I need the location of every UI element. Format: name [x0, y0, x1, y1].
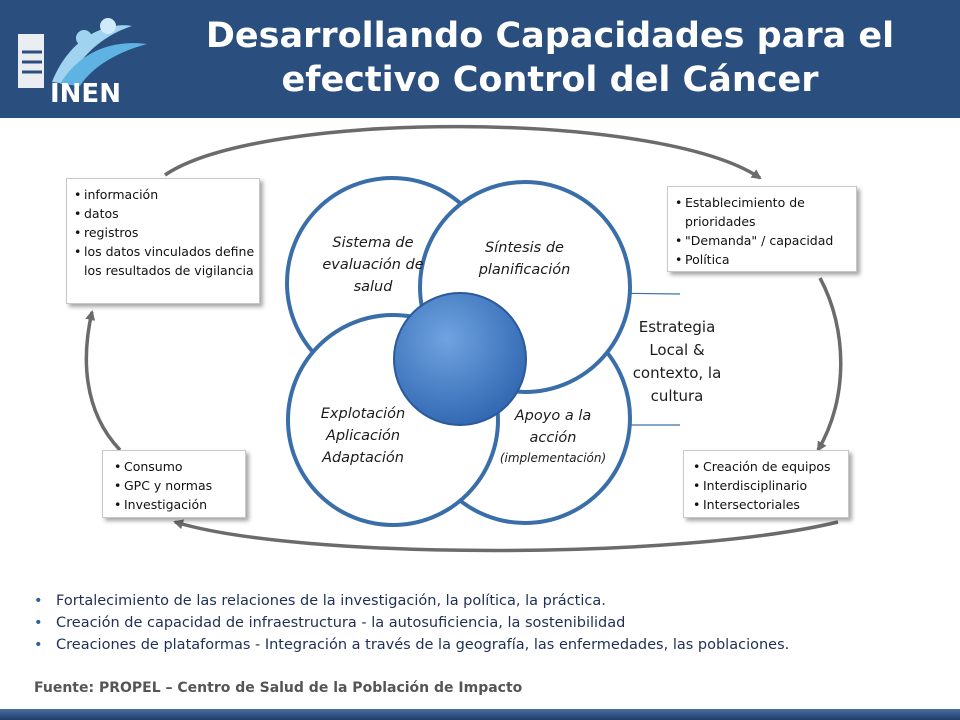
title-line-1: Desarrollando Capacidades para el — [205, 16, 895, 56]
list-item: Creaciones de plataformas - Integración … — [32, 634, 932, 656]
box-consumption: Consumo GPC y normas Investigación — [102, 450, 246, 518]
label-support-sub: (implementación) — [499, 451, 607, 465]
arrow-left — [84, 310, 122, 452]
page-title: Desarrollando Capacidades para el efecti… — [170, 14, 930, 102]
label-support: Apoyo a la acción (implementación) — [498, 405, 608, 467]
label-exploitation: Explotación Aplicación Adaptación — [320, 406, 406, 466]
label-support-main: Apoyo a la acción — [514, 408, 592, 446]
list-item: información — [71, 185, 259, 204]
list-item: "Demanda" / capacidad — [672, 231, 856, 250]
arrow-bottom — [173, 519, 839, 553]
arrow-top — [164, 124, 762, 180]
logo-text: INEN — [50, 79, 121, 108]
title-line-2: efectivo Control del Cáncer — [281, 60, 819, 100]
list-item: Fortalecimiento de las relaciones de la … — [32, 590, 932, 612]
label-planning: Síntesis de planificación — [478, 240, 571, 278]
strategy-label: Estrategia Local & contexto, la cultura — [632, 318, 722, 405]
list-item: Investigación — [111, 495, 245, 514]
list-item: Establecimiento de prioridades — [672, 193, 856, 231]
footer-bar — [0, 709, 960, 720]
list-item: Intersectoriales — [690, 495, 848, 514]
source-citation: Fuente: PROPEL – Centro de Salud de la P… — [34, 680, 523, 696]
list-item: datos — [71, 204, 259, 223]
list-item: Creación de capacidad de infraestructura… — [32, 612, 932, 634]
list-item: los datos vinculados define los resultad… — [71, 242, 259, 280]
list-item: registros — [71, 223, 259, 242]
header-banner: INEN Desarrollando Capacidades para el e… — [0, 0, 960, 118]
box-teams: Creación de equipos Interdisciplinario I… — [683, 450, 849, 518]
box-information: información datos registros los datos vi… — [66, 178, 260, 304]
list-item: Creación de equipos — [690, 457, 848, 476]
list-item: Interdisciplinario — [690, 476, 848, 495]
inen-logo: INEN — [18, 18, 147, 108]
arrow-right — [816, 277, 843, 452]
list-item: Política — [672, 250, 856, 269]
center-sphere — [393, 292, 527, 426]
box-priorities: Establecimiento de prioridades "Demanda"… — [667, 186, 857, 272]
list-item: GPC y normas — [111, 476, 245, 495]
label-evaluation: Sistema de evaluación de salud — [322, 235, 424, 295]
list-item: Consumo — [111, 457, 245, 476]
summary-bullets: Fortalecimiento de las relaciones de la … — [32, 590, 932, 656]
